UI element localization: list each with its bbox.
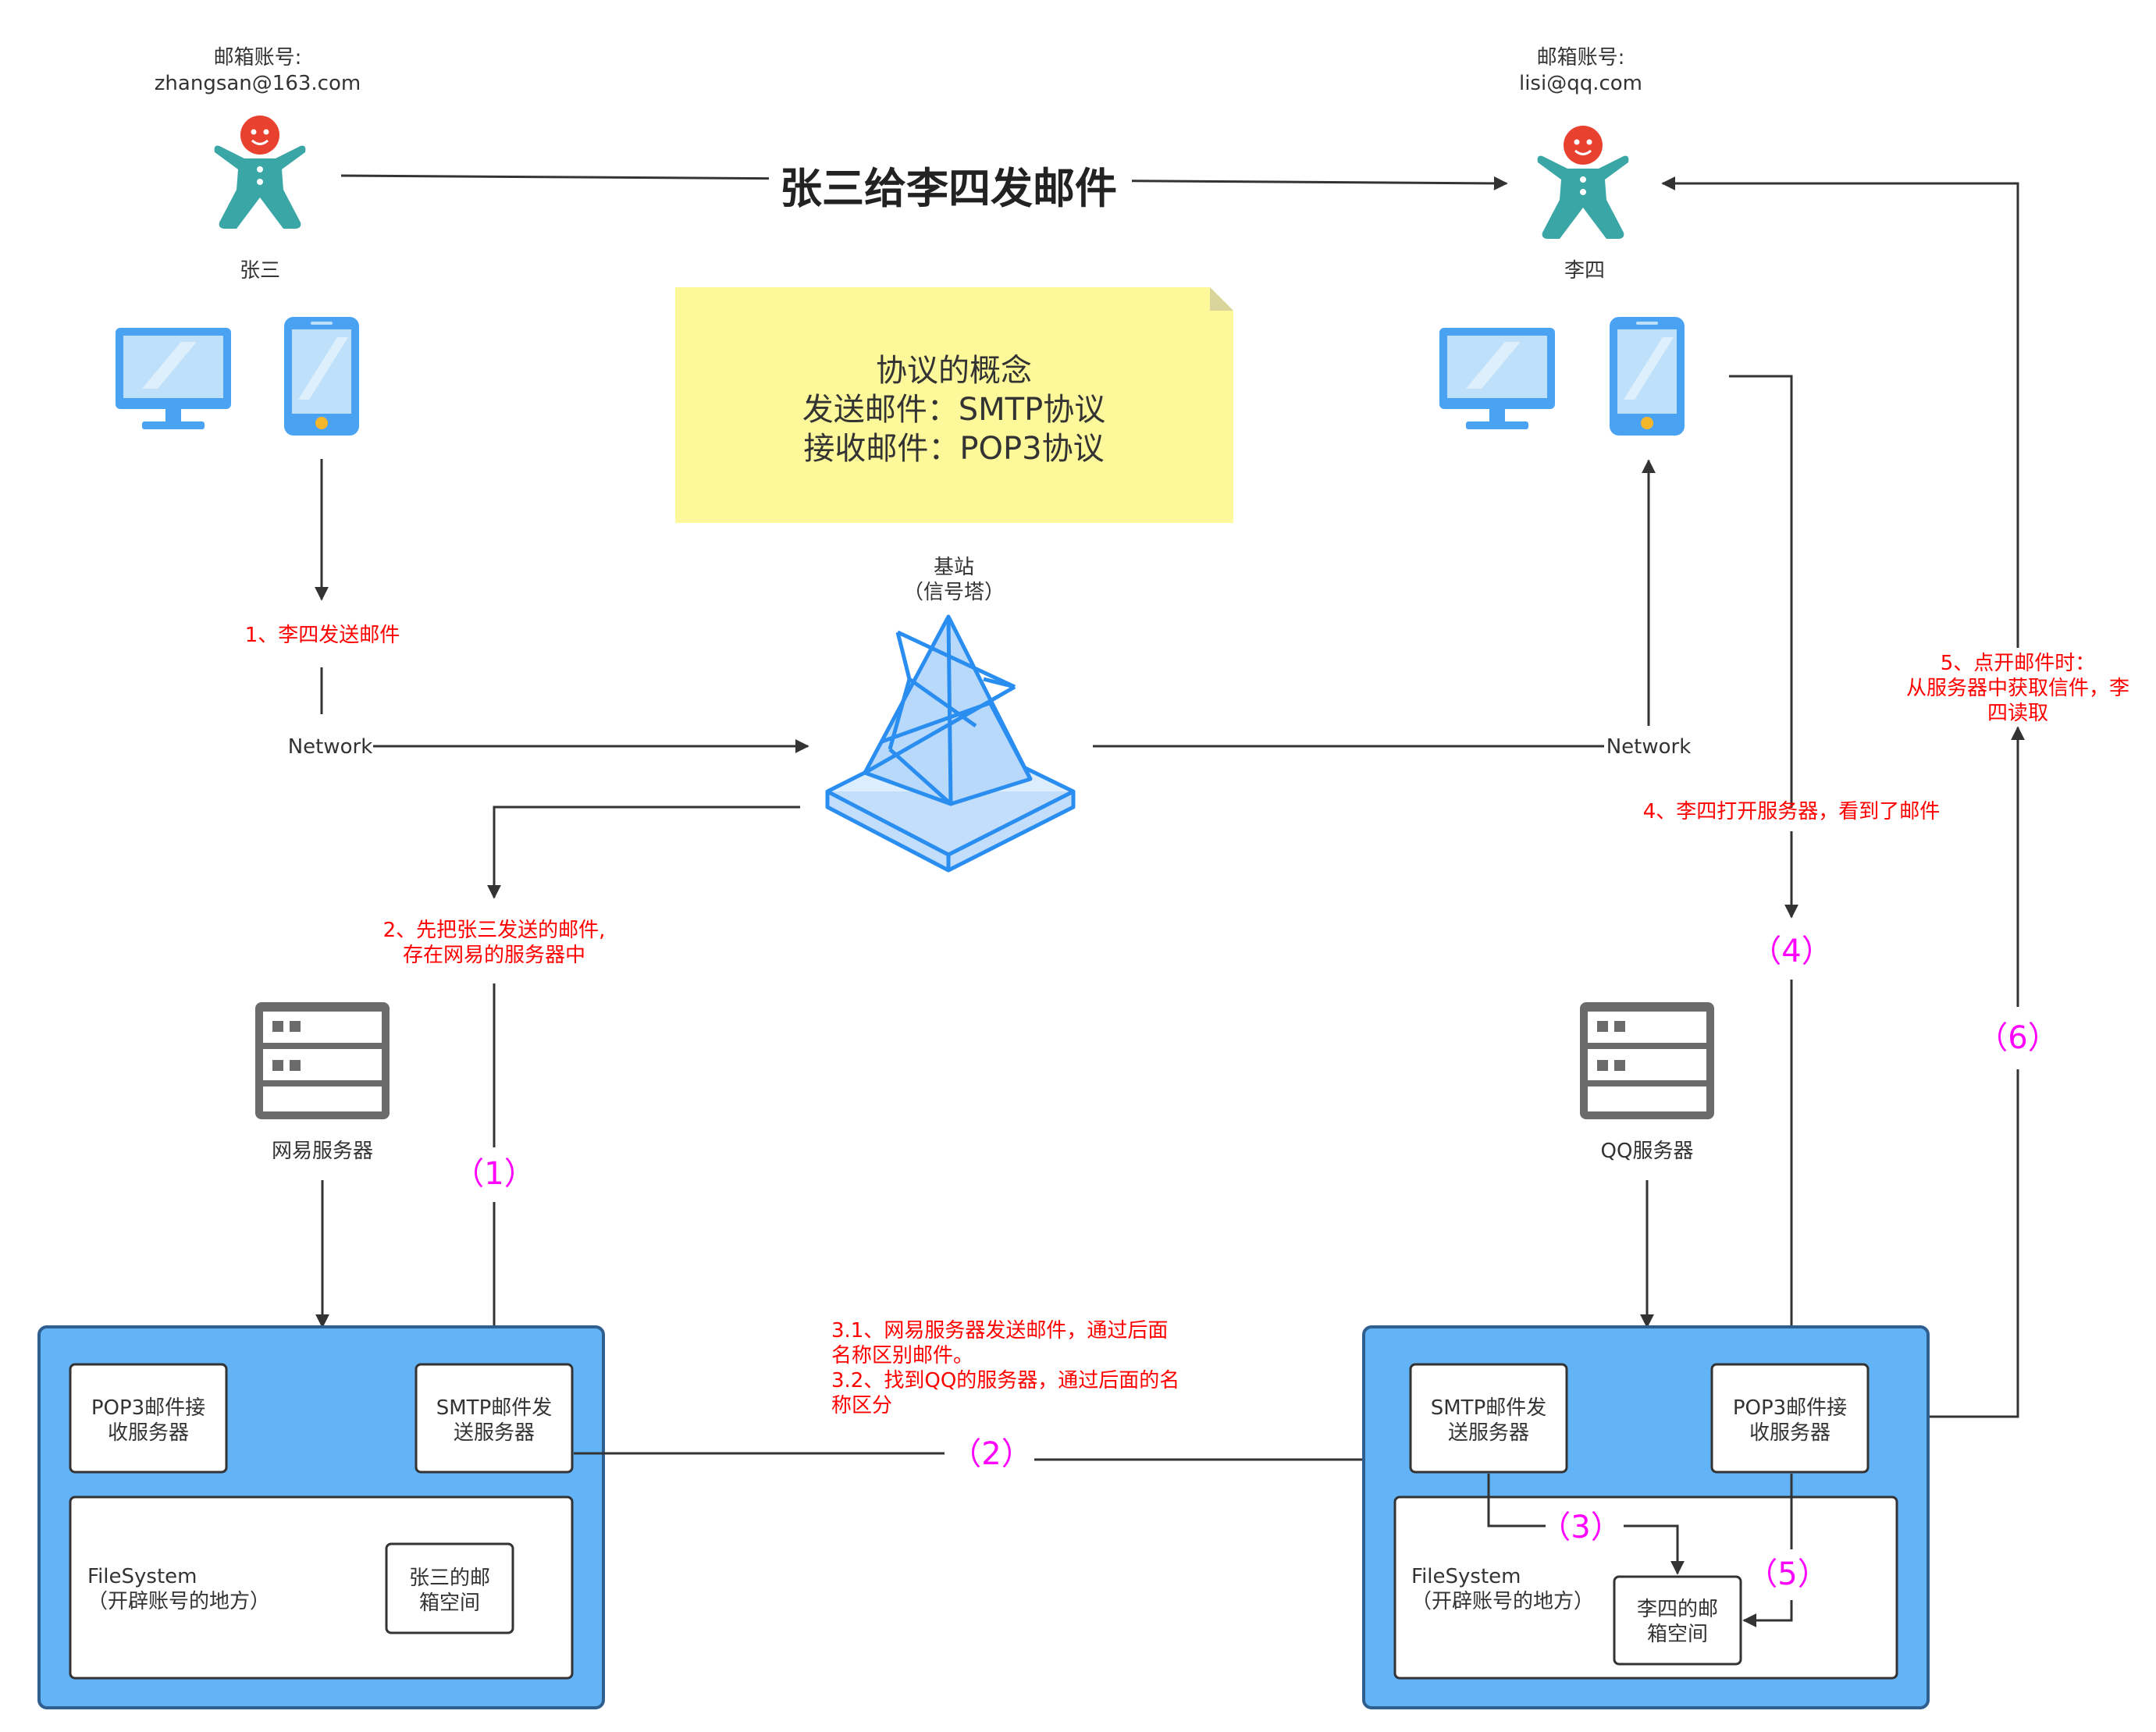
person-icon [213,114,307,230]
qq-fs-line2: （开辟账号的地方） [1411,1590,1594,1613]
step-5-label-line1: 5、点开邮件时： [1941,652,2096,675]
tower-label: 基站 [934,556,974,579]
line-step5-to-receiver [1661,176,2019,648]
netease-smtp-server [414,1363,574,1474]
netease-fs-line1: FileSystem [87,1565,197,1588]
zhangsan-mailbox-line2: 箱空间 [419,1592,480,1615]
protocol-note: 协议的概念 发送邮件：SMTP协议 接收邮件：POP3协议 [675,287,1233,523]
network-left-label: Network [288,735,373,759]
lisi-mailbox-line2: 箱空间 [1647,1623,1708,1646]
line-phone-to-step4 [1729,375,1793,808]
qq-pop3-server [1710,1363,1870,1474]
step-2-label-line1: 2、先把张三发送的邮件, [383,919,606,942]
line-tower-to-step2 [487,806,800,899]
netease-pop3-line1: POP3邮件接 [91,1396,205,1420]
step-3-label-line4: 称区分 [831,1394,892,1417]
step-1-label: 1、李四发送邮件 [245,624,400,647]
step-3-label-line1: 3.1、网易服务器发送邮件，通过后面 [831,1319,1168,1343]
zhangsan-mailbox-line1: 张三的邮 [409,1567,490,1590]
network-right-label: Network [1606,735,1692,759]
netease-fs-line2: （开辟账号的地方） [87,1590,270,1613]
tower-sublabel: （信号塔） [903,581,1005,604]
note-line2: 发送邮件：SMTP协议 [802,392,1105,428]
netease-smtp-line1: SMTP邮件发 [436,1396,553,1420]
monitor-icon [1439,328,1555,429]
server-icon [1580,1002,1714,1119]
note-line1: 协议的概念 [876,353,1032,389]
qq-pop3-line1: POP3邮件接 [1733,1396,1847,1420]
netease-pop3-line2: 收服务器 [108,1421,189,1445]
qq-smtp-server [1409,1363,1568,1474]
lisi-mailbox-line1: 李四的邮 [1637,1598,1718,1621]
sender-name: 张三 [240,259,280,283]
tower-icon [825,614,1076,873]
step-2-label-line2: 存在网易的服务器中 [403,944,585,967]
marker-2: （2） [950,1436,1032,1472]
server-icon [255,1002,390,1119]
netease-server-box: POP3邮件接 收服务器 SMTP邮件发 送服务器 FileSystem （开辟… [37,1325,605,1709]
person-icon [1536,124,1630,240]
zhangsan-mailbox [385,1542,514,1634]
qq-smtp-line2: 送服务器 [1448,1421,1529,1445]
receiver-name: 李四 [1564,259,1605,283]
line-marker3-to-mailbox [1624,1524,1685,1575]
marker-5: （5） [1746,1556,1828,1592]
sender-account-label: 邮箱账号: [214,46,302,69]
netease-server-label: 网易服务器 [272,1140,373,1163]
qq-pop3-line2: 收服务器 [1749,1421,1830,1445]
step-3-label-line3: 3.2、找到QQ的服务器，通过后面的名 [831,1369,1179,1392]
qq-server-label: QQ服务器 [1601,1140,1694,1163]
netease-pop3-server [69,1363,228,1474]
phone-icon [1610,317,1685,436]
sender-account: zhangsan@163.com [155,72,361,95]
qq-server-box: SMTP邮件发 送服务器 POP3邮件接 收服务器 FileSystem （开辟… [1362,1325,1930,1709]
note-line3: 接收邮件：POP3协议 [803,431,1104,467]
diagram-title: 张三给李四发邮件 [780,164,1117,213]
step-5-label-line3: 四读取 [1987,702,2048,725]
lisi-mailbox [1613,1575,1742,1666]
qq-smtp-line1: SMTP邮件发 [1431,1396,1547,1420]
marker-4: （4） [1750,934,1832,969]
receiver-account-label: 邮箱账号: [1537,46,1625,69]
line-marker5-to-mailbox [1742,1600,1793,1627]
step-3-label-line2: 名称区别邮件。 [831,1344,973,1367]
phone-icon [284,317,359,436]
netease-smtp-line2: 送服务器 [454,1421,535,1445]
qq-fs-line1: FileSystem [1411,1565,1521,1588]
marker-6: （6） [1976,1020,2058,1056]
receiver-account: lisi@qq.com [1519,72,1642,95]
monitor-icon [116,328,231,429]
marker-3: （3） [1539,1510,1621,1545]
step-5-label-line2: 从服务器中获取信件，李 [1906,677,2129,700]
line-smtp-to-marker3 [1487,1474,1546,1528]
marker-1: （1） [453,1156,535,1192]
step-4-label: 4、李四打开服务器，看到了邮件 [1643,800,1941,823]
